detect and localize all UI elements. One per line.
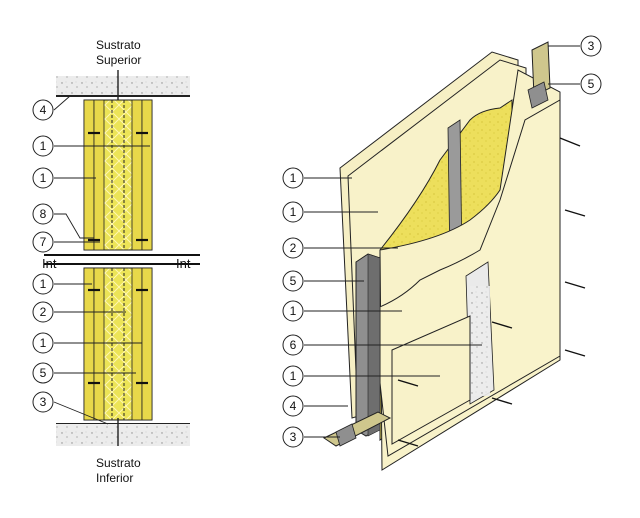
callout-number: 2 xyxy=(40,305,47,319)
callout-number: 5 xyxy=(290,274,297,288)
callout-number: 4 xyxy=(40,103,47,117)
iso-callout-1c xyxy=(282,300,304,322)
callout-number: 5 xyxy=(40,366,47,380)
isometric-view: 1 1 2 5 1 6 1 4 3 3 5 xyxy=(282,35,602,471)
iso-callout-1d xyxy=(282,365,304,387)
iso-callout-1b xyxy=(282,201,304,223)
bottom-substrate-label-1: Sustrato xyxy=(96,456,141,470)
iso-top-track xyxy=(531,41,551,97)
iso-callout-4 xyxy=(282,395,304,417)
section-callout-3 xyxy=(32,391,54,413)
callout-number: 6 xyxy=(290,338,297,352)
callout-number: 1 xyxy=(40,171,47,185)
section-callout-1a xyxy=(32,135,54,157)
section-callout-4 xyxy=(32,99,54,121)
section-callout-2 xyxy=(32,301,54,323)
iso-callout-top-3 xyxy=(580,35,602,57)
iso-callout-1a xyxy=(282,167,304,189)
iso-callout-2 xyxy=(282,237,304,259)
callout-number: 3 xyxy=(40,395,47,409)
callout-number: 1 xyxy=(40,139,47,153)
callout-number: 1 xyxy=(290,304,297,318)
callout-number: 3 xyxy=(290,430,297,444)
top-substrate-label-1: Sustrato xyxy=(96,38,141,52)
section-callout-1b xyxy=(32,167,54,189)
bottom-substrate-label-2: Inferior xyxy=(96,471,133,485)
section-callout-7 xyxy=(32,231,54,253)
iso-callout-3 xyxy=(282,426,304,448)
callout-number: 1 xyxy=(290,205,297,219)
callout-number: 7 xyxy=(40,235,47,249)
iso-callout-top-5 xyxy=(580,73,602,95)
callout-number: 4 xyxy=(290,399,297,413)
top-slab xyxy=(56,76,190,96)
iso-board-front-3 xyxy=(391,315,471,445)
callout-number: 3 xyxy=(588,39,595,53)
callout-number: 1 xyxy=(40,277,47,291)
callout-number: 1 xyxy=(290,171,297,185)
iso-callout-5 xyxy=(282,270,304,292)
int-label-left: Int xyxy=(42,256,57,271)
bottom-slab xyxy=(56,424,190,446)
section-callout-1d xyxy=(32,332,54,354)
section-view: Sustrato Superior I xyxy=(32,38,200,485)
callout-number: 2 xyxy=(290,241,297,255)
callout-number: 8 xyxy=(40,207,47,221)
int-label-right: Int xyxy=(176,256,191,271)
callout-number: 5 xyxy=(588,77,595,91)
top-substrate-label-2: Superior xyxy=(96,53,141,67)
callout-number: 1 xyxy=(290,369,297,383)
section-callout-5 xyxy=(32,362,54,384)
section-callout-8 xyxy=(32,203,54,225)
callout-number: 1 xyxy=(40,336,47,350)
iso-callout-6 xyxy=(282,334,304,356)
section-callout-1c xyxy=(32,273,54,295)
